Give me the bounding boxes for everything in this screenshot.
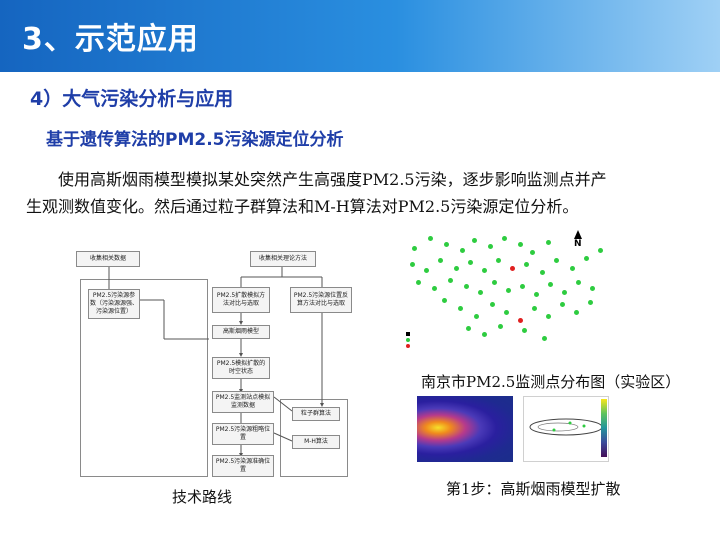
station-dot: [534, 292, 539, 297]
station-map: [402, 228, 612, 366]
station-dot: [530, 250, 535, 255]
station-dot: [416, 280, 421, 285]
station-dot: [488, 244, 493, 249]
diffusion-contour-plot: [523, 396, 609, 462]
station-dot: [504, 310, 509, 315]
station-dot: [464, 284, 469, 289]
station-dot: [468, 260, 473, 265]
node-spatiotemporal: PM2.5模拟扩散的时空状态: [212, 357, 270, 379]
station-dot: [598, 248, 603, 253]
station-dot: [510, 266, 515, 271]
station-dot: [466, 326, 471, 331]
flowchart-connectors: [108, 267, 324, 457]
node-inverse-compare: PM2.5污染源位置反算方法对比与选取: [290, 287, 352, 313]
station-dot: [428, 236, 433, 241]
station-dot: [554, 258, 559, 263]
station-dot: [522, 328, 527, 333]
station-dot: [584, 256, 589, 261]
station-dot: [588, 300, 593, 305]
station-dot: [524, 262, 529, 267]
map-caption: 南京市PM2.5监测点分布图（实验区）: [421, 373, 681, 391]
map-legend: [406, 332, 410, 348]
station-dot: [412, 246, 417, 251]
station-dot: [496, 258, 501, 263]
station-dot: [506, 288, 511, 293]
step-caption: 第1步：高斯烟雨模型扩散: [446, 480, 621, 498]
station-dot: [482, 268, 487, 273]
station-dot: [478, 290, 483, 295]
node-pso: 粒子群算法: [292, 407, 340, 421]
north-arrow-icon: N: [574, 230, 582, 249]
station-dot: [546, 240, 551, 245]
station-dot: [490, 302, 495, 307]
paragraph-line-2: 生观测数值变化。然后通过粒子群算法和M-H算法对PM2.5污染源定位分析。: [26, 197, 579, 216]
station-dot: [458, 306, 463, 311]
plume-heatmap: [417, 396, 513, 462]
station-dot: [540, 270, 545, 275]
node-monitor-data: PM2.5监测站点模拟监测数据: [212, 391, 274, 413]
station-dot: [532, 306, 537, 311]
node-diffusion-compare: PM2.5扩散模拟方法对比与选取: [212, 287, 270, 313]
station-dot: [590, 286, 595, 291]
node-rough-location: PM2.5污染源粗略位置: [212, 423, 274, 445]
station-dot: [548, 282, 553, 287]
station-dot: [472, 238, 477, 243]
station-dot: [576, 280, 581, 285]
station-dot: [424, 268, 429, 273]
node-mh: M-H算法: [292, 435, 340, 449]
station-dot: [520, 284, 525, 289]
station-dot: [498, 324, 503, 329]
node-collect-theory: 收集相关理论方法: [250, 251, 316, 267]
node-gauss-model: 高斯烟雨模型: [212, 325, 270, 339]
station-dot: [492, 280, 497, 285]
colorbar: [601, 399, 607, 457]
title-bar: 3、示范应用: [0, 0, 720, 72]
station-dot: [502, 236, 507, 241]
topic-heading: 基于遗传算法的PM2.5污染源定位分析: [46, 130, 344, 150]
node-precise-location: PM2.5污染源准确位置: [212, 455, 274, 477]
node-source-params: PM2.5污染源参数（污染源源强、污染源位置）: [88, 289, 140, 319]
station-dot: [444, 242, 449, 247]
station-dot: [562, 290, 567, 295]
slide-title: 3、示范应用: [22, 22, 199, 57]
flowchart-caption: 技术路线: [172, 488, 233, 506]
station-dot: [518, 242, 523, 247]
station-dot: [574, 310, 579, 315]
station-dot: [542, 336, 547, 341]
station-dot: [560, 302, 565, 307]
station-dot: [432, 286, 437, 291]
station-dot: [454, 266, 459, 271]
technical-route-flowchart: 收集相关数据 收集相关理论方法 PM2.5污染源参数（污染源源强、污染源位置） …: [64, 237, 354, 485]
station-dot: [474, 314, 479, 319]
station-dot: [518, 318, 523, 323]
station-dot: [460, 248, 465, 253]
node-collect-data: 收集相关数据: [76, 251, 140, 267]
contour-graphic: [529, 418, 603, 436]
station-dot: [482, 332, 487, 337]
north-label: N: [574, 239, 582, 249]
station-dot: [448, 278, 453, 283]
section-heading: 4）大气污染分析与应用: [30, 88, 234, 110]
station-dot: [410, 262, 415, 267]
paragraph-line-1: 使用高斯烟雨模型模拟某处突然产生高强度PM2.5污染，逐步影响监测点并产: [58, 170, 607, 189]
description-paragraph: 使用高斯烟雨模型模拟某处突然产生高强度PM2.5污染，逐步影响监测点并产 生观测…: [26, 166, 698, 220]
station-dot: [442, 298, 447, 303]
station-dot: [546, 314, 551, 319]
station-dot: [570, 266, 575, 271]
station-dot: [438, 258, 443, 263]
